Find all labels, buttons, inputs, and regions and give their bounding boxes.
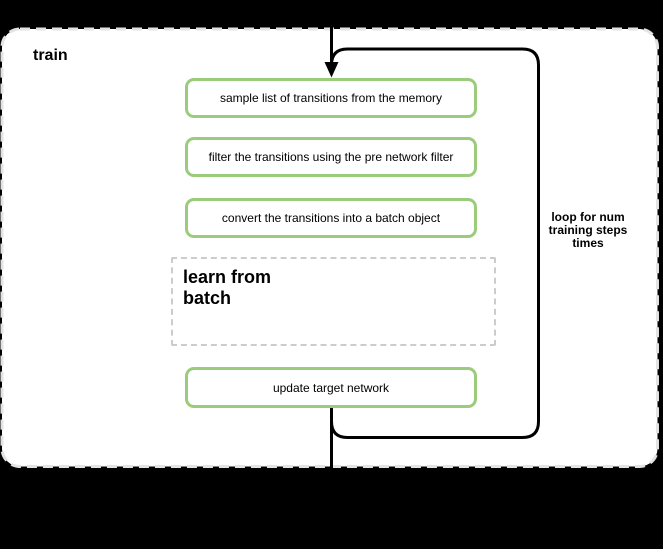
subprocess-learn-from-batch: learn from batch	[171, 257, 496, 346]
loop-annotation: loop for num training steps times	[548, 210, 628, 250]
frame-title: train	[33, 47, 68, 64]
step-update-target-network: update target network	[185, 367, 477, 408]
step-sample-transitions: sample list of transitions from the memo…	[185, 78, 477, 118]
loop-outline	[330, 47, 540, 439]
flow-arrowhead-icon	[324, 62, 339, 78]
step-convert-to-batch: convert the transitions into a batch obj…	[185, 198, 477, 238]
step-filter-transitions: filter the transitions using the pre net…	[185, 137, 477, 177]
train-frame	[0, 27, 659, 468]
